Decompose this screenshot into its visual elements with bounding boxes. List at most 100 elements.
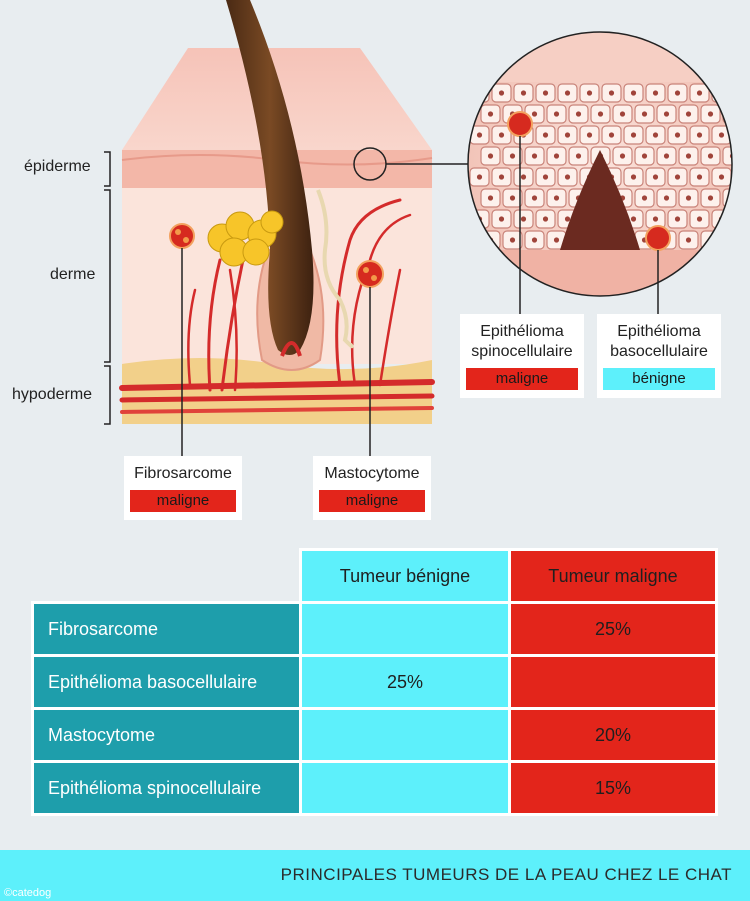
tumor-baso <box>645 225 671 251</box>
row-label: Mastocytome <box>31 707 302 763</box>
cell-nucleus <box>718 90 725 96</box>
callout-baso: Epithélioma basocellulaire bénigne <box>597 314 721 398</box>
cell-nucleus <box>542 216 549 222</box>
tumor-fibrosarcome <box>169 223 195 249</box>
cell-nucleus <box>476 90 483 96</box>
footer-bar: PRINCIPALES TUMEURS DE LA PEAU CHEZ LE C… <box>0 850 750 901</box>
skin-cell <box>711 209 732 229</box>
cell-nucleus <box>575 111 582 117</box>
cell-nucleus <box>608 132 615 138</box>
tumor-mastocytome <box>356 260 384 288</box>
callout-spino-name-line2: spinocellulaire <box>471 343 573 360</box>
label-epidermis: épiderme <box>24 158 91 175</box>
cell-nucleus <box>729 195 732 201</box>
cell-nucleus <box>674 90 681 96</box>
cell-nucleus <box>718 132 725 138</box>
row-label: Epithélioma spinocellulaire <box>31 760 302 816</box>
skin-diagram <box>104 0 733 460</box>
cell-nucleus <box>641 195 648 201</box>
row-malign-value <box>508 654 718 710</box>
row-benign-value: 25% <box>299 654 511 710</box>
cell-nucleus <box>696 132 703 138</box>
cell-nucleus <box>652 174 659 180</box>
cell-nucleus <box>674 216 681 222</box>
callout-fibrosarcome-name: Fibrosarcome <box>134 465 232 482</box>
callout-mastocytome: Mastocytome maligne <box>313 456 431 520</box>
cell-nucleus <box>531 153 538 159</box>
header-malign: Tumeur maligne <box>508 548 718 604</box>
callout-fibrosarcome: Fibrosarcome maligne <box>124 456 242 520</box>
hair-shaft <box>226 0 314 355</box>
cell-nucleus <box>630 174 637 180</box>
row-benign-value <box>299 601 511 657</box>
cell-nucleus <box>707 111 714 117</box>
layer-brackets <box>104 151 111 425</box>
sweat-gland <box>316 189 354 349</box>
cell-nucleus <box>564 90 571 96</box>
cell-nucleus <box>487 153 494 159</box>
cell-nucleus <box>575 153 582 159</box>
cell-nucleus <box>564 174 571 180</box>
callout-mastocytome-name: Mastocytome <box>324 465 420 482</box>
cell-nucleus <box>509 153 516 159</box>
cell-nucleus <box>531 195 538 201</box>
cell-nucleus <box>652 216 659 222</box>
cell-nucleus <box>641 153 648 159</box>
cell-nucleus <box>663 111 670 117</box>
cell-nucleus <box>476 174 483 180</box>
cell-nucleus <box>553 195 560 201</box>
row-malign-value: 25% <box>508 601 718 657</box>
row-label: Fibrosarcome <box>31 601 302 657</box>
status-badge-fibrosarcome: maligne <box>130 490 236 512</box>
cell-nucleus <box>630 90 637 96</box>
cell-nucleus <box>674 174 681 180</box>
cell-nucleus <box>542 132 549 138</box>
cell-nucleus <box>520 90 527 96</box>
cell-nucleus <box>729 237 732 243</box>
cell-nucleus <box>498 90 505 96</box>
cell-nucleus <box>531 111 538 117</box>
tumor-spino <box>507 111 533 137</box>
cell-nucleus <box>553 111 560 117</box>
cell-nucleus <box>520 174 527 180</box>
cell-nucleus <box>707 195 714 201</box>
cell-nucleus <box>586 132 593 138</box>
row-malign-value: 20% <box>508 707 718 763</box>
label-dermis: derme <box>50 266 96 283</box>
cell-nucleus <box>696 174 703 180</box>
skin-cell <box>722 146 732 166</box>
status-badge-baso: bénigne <box>603 368 715 390</box>
cell-nucleus <box>487 195 494 201</box>
cell-nucleus <box>608 90 615 96</box>
cell-nucleus <box>597 111 604 117</box>
cell-nucleus <box>652 132 659 138</box>
callout-spino: Epithélioma spinocellulaire maligne <box>460 314 584 398</box>
skin-cell <box>722 230 732 250</box>
cell-nucleus <box>707 153 714 159</box>
callout-baso-name-line1: Epithélioma <box>617 323 701 340</box>
row-benign-value <box>299 707 511 763</box>
skin-cell <box>469 83 490 103</box>
cell-nucleus <box>619 153 626 159</box>
cell-nucleus <box>630 216 637 222</box>
copyright-credit: ©catedog <box>4 887 52 899</box>
cell-nucleus <box>663 195 670 201</box>
row-malign-value: 15% <box>508 760 718 816</box>
cell-nucleus <box>685 237 692 243</box>
cell-nucleus <box>531 237 538 243</box>
cell-nucleus <box>487 111 494 117</box>
cell-nucleus <box>498 132 505 138</box>
status-badge-spino: maligne <box>466 368 578 390</box>
leader-lines <box>181 136 659 460</box>
header-benign: Tumeur bénigne <box>299 548 511 604</box>
cell-nucleus <box>553 237 560 243</box>
cell-nucleus <box>520 216 527 222</box>
cell-nucleus <box>509 237 516 243</box>
footer-title: PRINCIPALES TUMEURS DE LA PEAU CHEZ LE C… <box>280 865 732 884</box>
blood-vessels <box>119 198 435 414</box>
cell-nucleus <box>542 90 549 96</box>
cell-nucleus <box>476 132 483 138</box>
cell-nucleus <box>564 132 571 138</box>
cell-nucleus <box>685 195 692 201</box>
cell-nucleus <box>696 90 703 96</box>
